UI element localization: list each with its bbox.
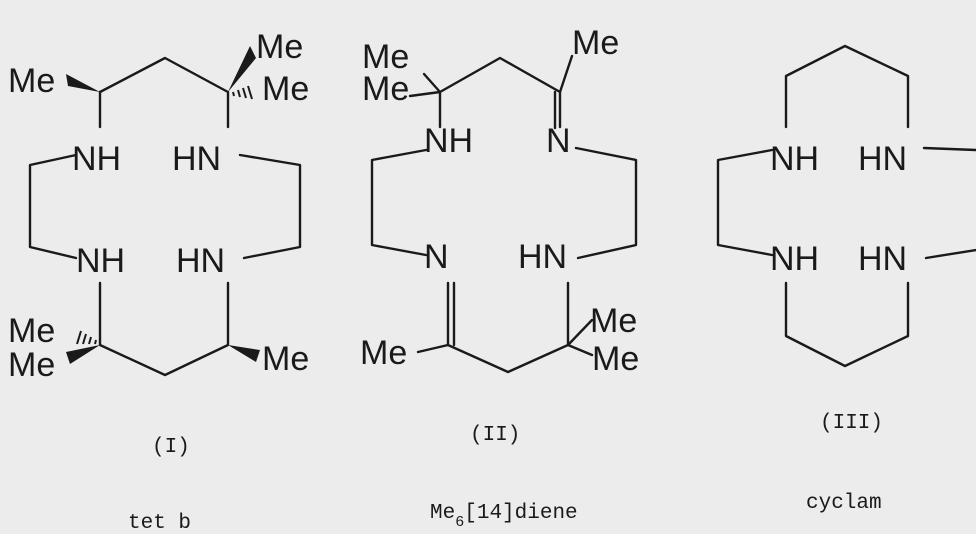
imine-n-label: N xyxy=(424,238,449,276)
methyl-label: Me xyxy=(8,312,55,350)
structure-name: Me6[14]diene xyxy=(430,502,578,531)
hash-bond xyxy=(232,85,253,100)
structure-me6-14-diene: Me Me Me NH N N HN Me Me Me (II) Me6[14]… xyxy=(360,24,639,531)
bond xyxy=(566,343,594,357)
amine-label: NH xyxy=(76,242,125,280)
structure-cyclam: NH HN NH HN (III) cyclam xyxy=(716,44,976,515)
bond xyxy=(98,56,230,129)
methyl-label: Me xyxy=(572,24,619,62)
methyl-label: Me xyxy=(262,340,309,378)
structure-numeral: (II) xyxy=(470,424,520,447)
structure-name: tet b xyxy=(128,512,191,534)
structure-numeral: (III) xyxy=(820,412,883,435)
bond xyxy=(574,146,638,260)
bond xyxy=(98,281,230,377)
amine-label: NH xyxy=(770,240,819,278)
amine-label: HN xyxy=(858,240,907,278)
methyl-label: Me xyxy=(256,28,303,66)
methyl-label: Me xyxy=(362,38,409,76)
wedge-bond xyxy=(228,345,260,362)
methyl-label: Me xyxy=(262,70,309,108)
bond xyxy=(922,146,976,152)
bond xyxy=(566,318,594,347)
bond xyxy=(446,281,570,374)
amine-label: HN xyxy=(176,242,225,280)
bond xyxy=(924,248,976,260)
structure-tet-b: Me Me Me NH HN NH HN Me Me Me (I) tet b xyxy=(8,28,309,534)
amine-label: NH xyxy=(424,122,473,160)
amine-label: NH xyxy=(72,140,121,178)
bond xyxy=(784,44,910,129)
structure-name: cyclam xyxy=(806,492,882,515)
imine-n-label: N xyxy=(546,122,571,160)
bond xyxy=(28,153,78,260)
bond xyxy=(408,90,442,98)
methyl-label: Me xyxy=(592,340,639,378)
amine-label: HN xyxy=(518,238,567,276)
bond xyxy=(784,281,910,368)
amine-label: HN xyxy=(172,140,221,178)
bond xyxy=(716,148,774,257)
wedge-bond xyxy=(228,46,256,92)
methyl-label: Me xyxy=(8,62,55,100)
methyl-label: Me xyxy=(590,302,637,340)
amine-label: NH xyxy=(770,140,819,178)
bond xyxy=(438,56,562,129)
methyl-label: Me xyxy=(360,334,407,372)
wedge-bond xyxy=(66,345,100,364)
methyl-label: Me xyxy=(362,70,409,108)
amine-label: HN xyxy=(858,140,907,178)
methyl-label: Me xyxy=(8,346,55,384)
wedge-bond xyxy=(66,74,100,92)
structure-numeral: (I) xyxy=(152,436,190,459)
bond xyxy=(416,343,450,354)
bond xyxy=(558,54,574,94)
bond xyxy=(370,148,428,257)
bond xyxy=(422,72,442,94)
bond xyxy=(238,153,302,260)
hash-bond xyxy=(76,330,97,345)
